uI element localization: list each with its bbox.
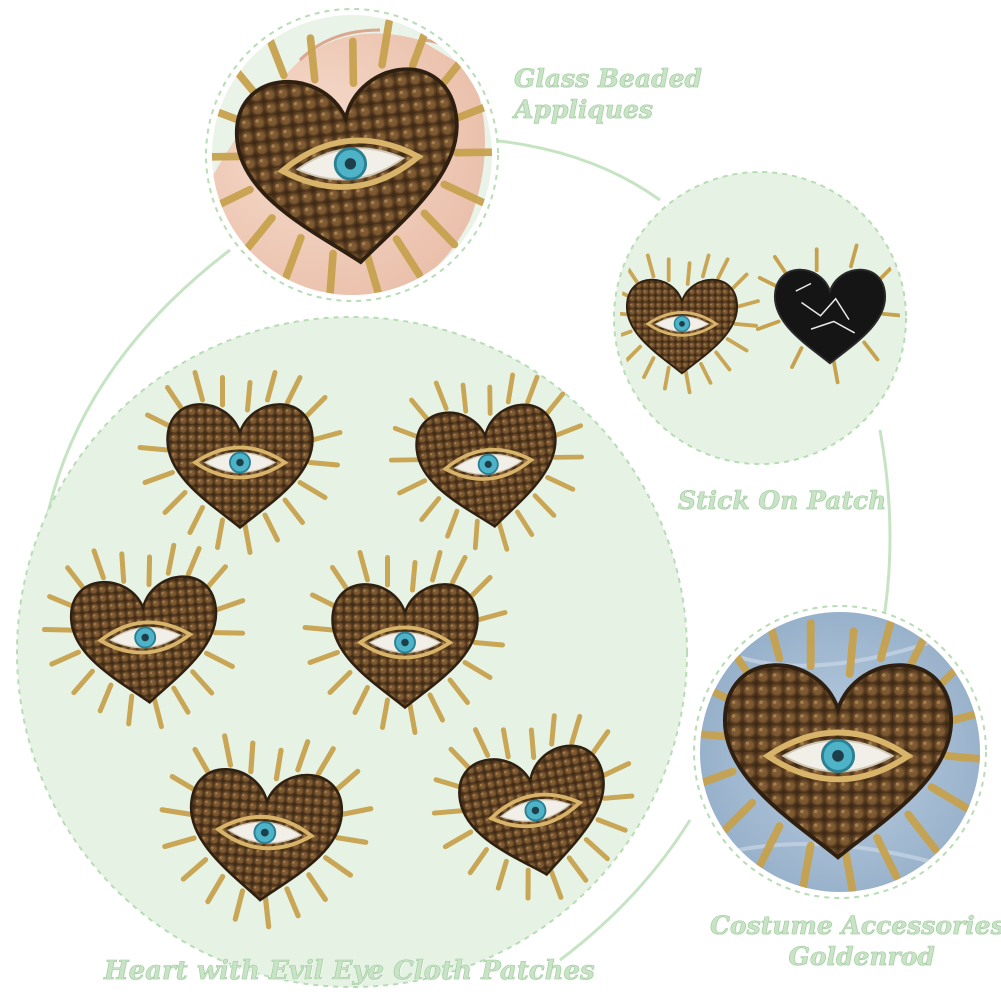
main-product-circle xyxy=(16,316,688,988)
heart-patch-back-icon xyxy=(755,243,900,385)
caption-glass-line-2: Appliques xyxy=(514,95,654,125)
caption-costume-line-2: Goldenrod xyxy=(788,942,935,972)
hand-detail-circle xyxy=(205,8,499,302)
denim-detail-circle xyxy=(693,605,987,899)
front-back-circle xyxy=(613,171,907,465)
caption-heart-evil-eye: Heart with Evil Eye Cloth Patches xyxy=(104,956,595,987)
caption-costume-accessories: Costume Accessories, Goldenrod xyxy=(710,910,1001,973)
caption-glass-beaded: Glass Beaded Appliques xyxy=(514,63,703,126)
caption-costume-line-1: Costume Accessories, xyxy=(710,911,1001,941)
caption-stick-on-patch: Stick On Patch xyxy=(678,486,887,516)
caption-glass-line-1: Glass Beaded xyxy=(514,64,703,94)
